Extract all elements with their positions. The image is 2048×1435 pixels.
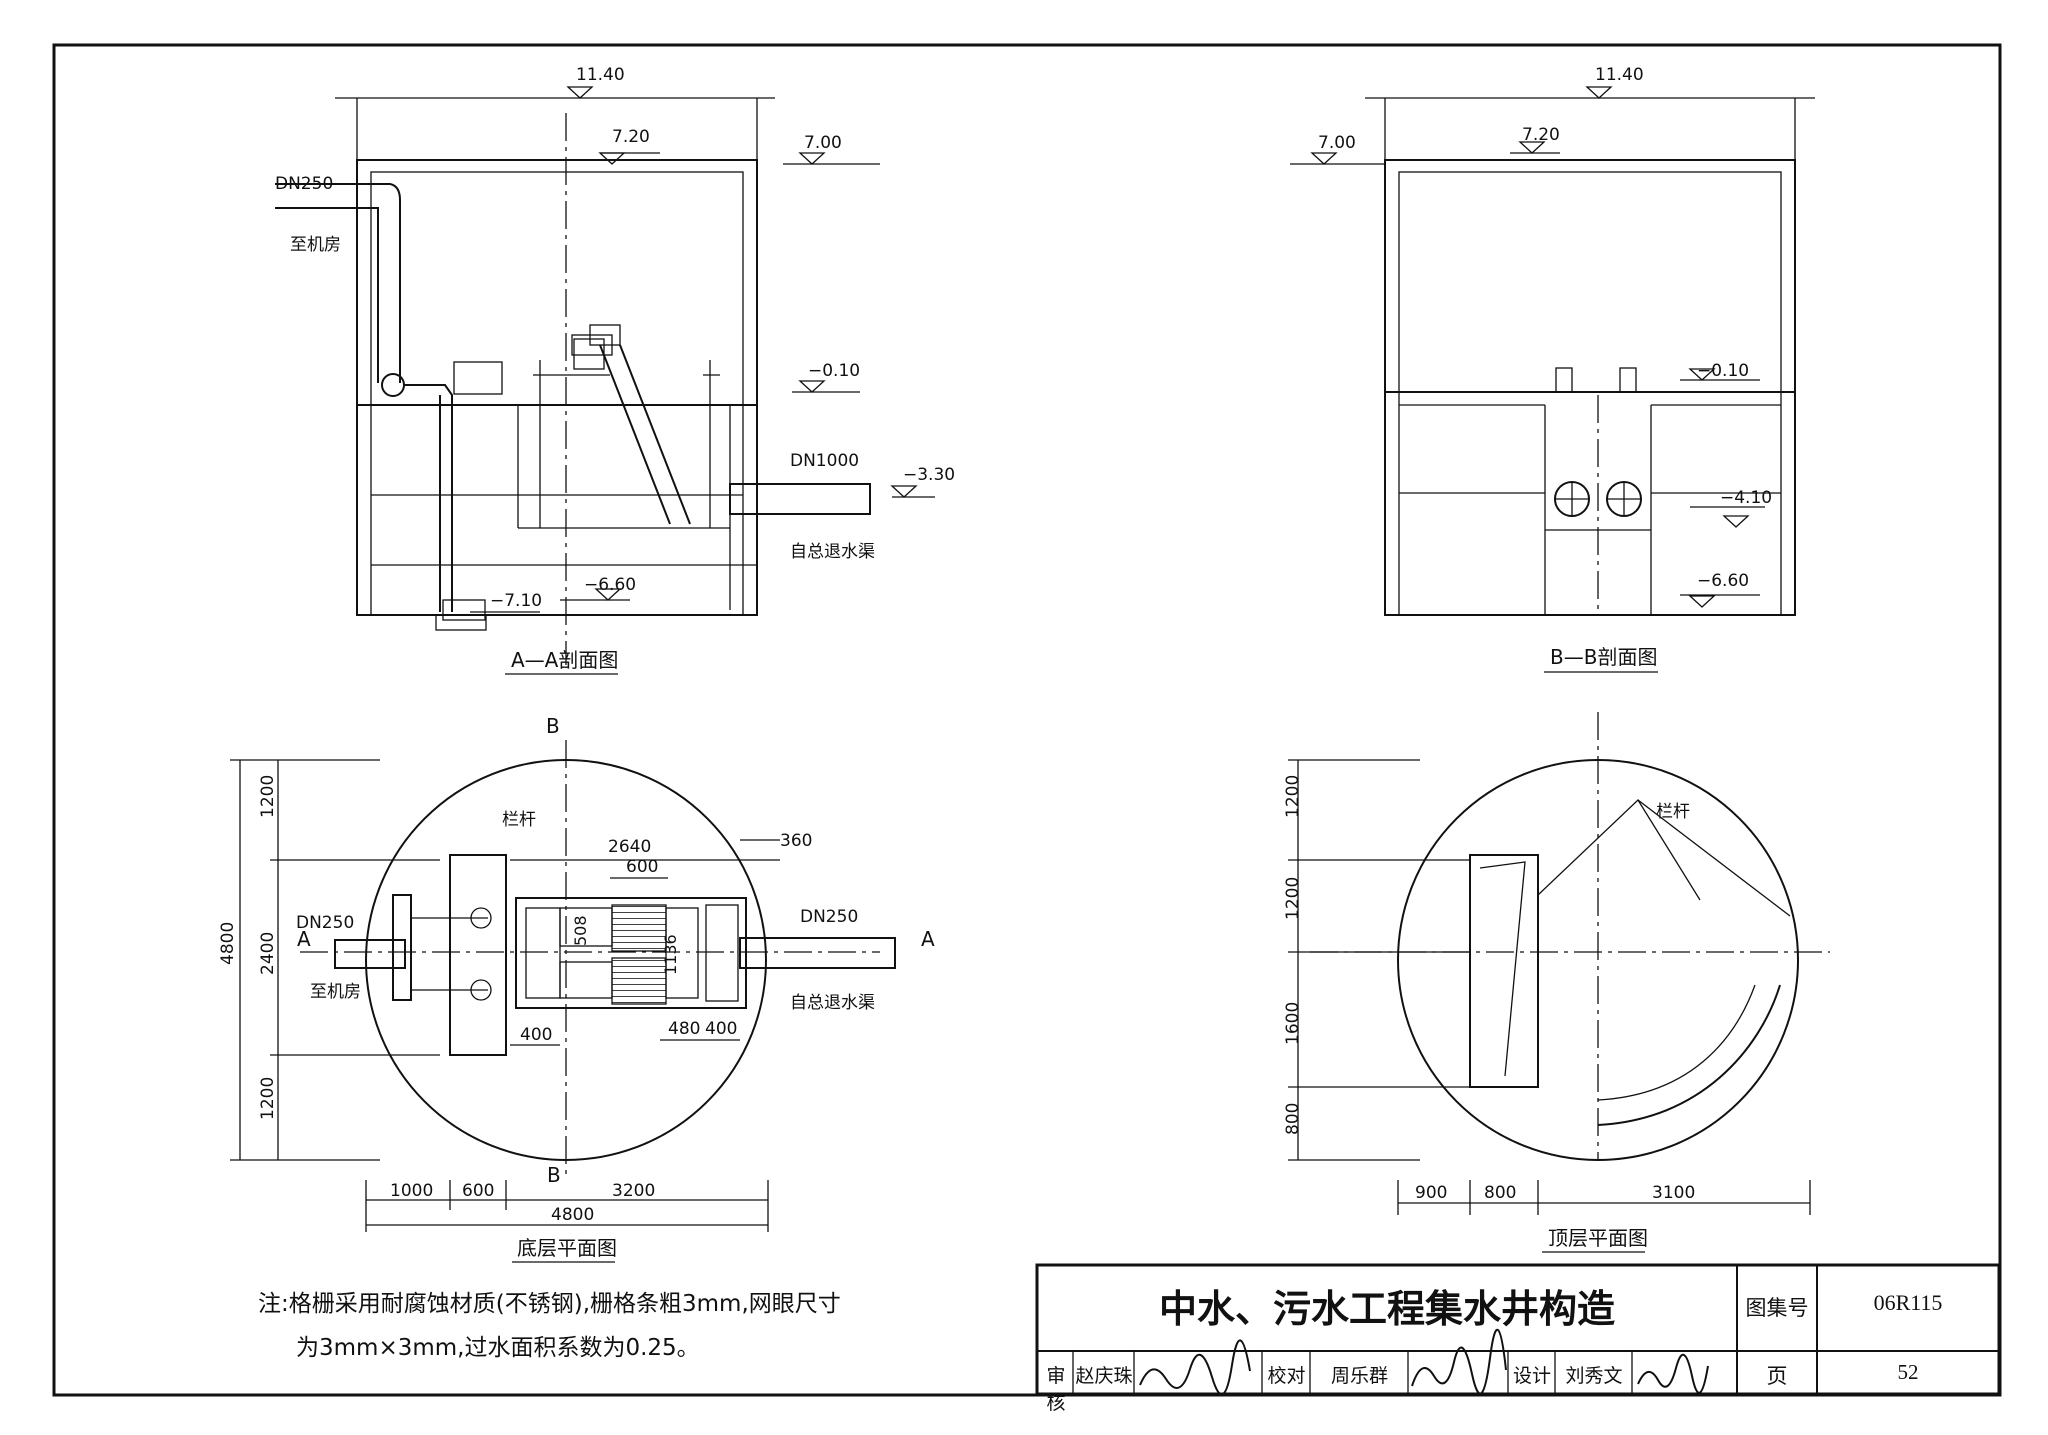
- elev-ground-bb: 7.00: [1318, 133, 1356, 153]
- check-label: 校对: [1267, 1365, 1306, 1387]
- elev-m010-bb: −0.10: [1697, 361, 1749, 381]
- screen-channel-bottom: [515, 897, 747, 1009]
- page-number: 52: [1897, 1360, 1919, 1384]
- grate-lower: [611, 957, 667, 1005]
- elev-ground-aa: 7.00: [804, 133, 842, 153]
- railing-label-bottom: 栏杆: [502, 810, 536, 830]
- design-label: 设计: [1512, 1365, 1551, 1387]
- dim-1136: 1136: [661, 934, 680, 975]
- design-name: 刘秀文: [1565, 1365, 1623, 1387]
- ladder-arc: [1597, 984, 1781, 1126]
- drawing-title: 中水、污水工程集水井构造: [1158, 1287, 1615, 1331]
- to-machine-room-bottom: 至机房: [310, 982, 361, 1002]
- atlas-number: 06R115: [1873, 1290, 1943, 1315]
- dn250-label-left: DN250: [296, 913, 354, 933]
- note-line-1: 注:格栅采用耐腐蚀材质(不锈钢),栅格条粗3mm,网眼尺寸: [258, 1291, 841, 1317]
- sheet-border: [52, 43, 2002, 1397]
- elev-cover-aa: 7.20: [612, 127, 650, 147]
- elev-m710-aa: −7.10: [490, 591, 542, 611]
- signature-checker: [1411, 1329, 1507, 1395]
- atlas-label: 图集号: [1745, 1296, 1809, 1320]
- plan-top: 1200 1200 1600 800 900 800 3100 栏杆 顶层平面图: [1283, 712, 1830, 1253]
- label-b-top: B: [546, 714, 560, 738]
- dim-1200b-bottom: 1200: [258, 1077, 278, 1120]
- dim-1200b-top: 1200: [1283, 877, 1303, 920]
- elev-m330-aa: −3.30: [903, 465, 955, 485]
- dim-1200a-bottom: 1200: [258, 775, 278, 818]
- caption-bb: B—B剖面图: [1550, 645, 1657, 669]
- dim-1200a-top: 1200: [1283, 775, 1303, 818]
- dim-3200: 3200: [612, 1181, 655, 1201]
- section-aa: 11.40 7.20 7.00: [275, 65, 955, 675]
- dim-1600: 1600: [1283, 1002, 1303, 1045]
- note-line-2: 为3mm×3mm,过水面积系数为0.25。: [296, 1335, 700, 1361]
- review-name: 赵庆珠: [1075, 1365, 1133, 1387]
- dim-2640: 2640: [608, 837, 651, 857]
- grate-upper: [611, 904, 667, 952]
- dim-2400: 2400: [258, 932, 278, 975]
- label-b-bottom: B: [547, 1163, 561, 1187]
- page-label: 页: [1766, 1364, 1788, 1388]
- dn1000-label-aa: DN1000: [790, 451, 859, 471]
- elev-cover-bb: 7.20: [1522, 125, 1560, 145]
- signature-reviewer: [1139, 1339, 1251, 1396]
- dn250-pipe-aa: [275, 183, 401, 383]
- dim-508: 508: [571, 915, 590, 946]
- well-outline-bb: [1384, 159, 1796, 616]
- elev-top-aa: 11.40: [576, 65, 625, 85]
- railing-rect-top: [1469, 854, 1539, 1088]
- signature-designer: [1637, 1354, 1709, 1394]
- dim-900: 900: [1415, 1183, 1447, 1203]
- railing-rect-bottom: [449, 854, 507, 1056]
- dim-3100: 3100: [1652, 1183, 1695, 1203]
- caption-plan-top: 顶层平面图: [1548, 1226, 1648, 1250]
- dim-360: 360: [780, 831, 812, 851]
- check-name: 周乐群: [1330, 1365, 1388, 1387]
- caption-aa: A—A剖面图: [511, 648, 618, 672]
- railing-label-top: 栏杆: [1656, 802, 1690, 822]
- dim-4800-h: 4800: [551, 1205, 594, 1225]
- dim-400a: 400: [520, 1025, 552, 1045]
- review-label: 审核: [1046, 1365, 1066, 1414]
- elev-m660-aa: −6.60: [584, 575, 636, 595]
- section-bb: 11.40 7.00 7.20 −0.10 −4.10 −6.60: [1290, 65, 1815, 673]
- title-block: [1035, 1263, 2001, 1396]
- sump-aa: [435, 614, 487, 631]
- dim-600-top: 600: [626, 857, 658, 877]
- plan-bottom: B B A A 4800 1200 2400 1200: [218, 714, 935, 1263]
- dim-4800-v: 4800: [218, 922, 238, 965]
- dn1000-pipe-aa: [729, 483, 871, 515]
- pump-box-aa: [453, 361, 503, 395]
- elev-marker-top-aa: [566, 86, 594, 99]
- dn250-label-aa: DN250: [275, 174, 333, 194]
- dn250-pipe-right: [739, 937, 896, 969]
- elev-m410-bb: −4.10: [1720, 488, 1772, 508]
- from-channel-aa: 自总退水渠: [790, 542, 875, 562]
- label-a-left: A: [297, 927, 311, 951]
- dn250-pipe-left: [334, 939, 406, 969]
- dim-800-v: 800: [1283, 1103, 1303, 1135]
- dim-600-bottom: 600: [462, 1181, 494, 1201]
- elev-m010-aa: −0.10: [808, 361, 860, 381]
- to-machine-room-aa: 至机房: [290, 235, 341, 255]
- caption-plan-bottom: 底层平面图: [517, 1236, 617, 1260]
- elev-m660-bb: −6.60: [1697, 571, 1749, 591]
- dn250-label-right: DN250: [800, 907, 858, 927]
- elev-top-bb: 11.40: [1595, 65, 1644, 85]
- dim-1000: 1000: [390, 1181, 433, 1201]
- dim-800: 800: [1484, 1183, 1516, 1203]
- dim-480: 480: [668, 1019, 700, 1039]
- screen-machine-aa: [573, 338, 605, 370]
- label-a-right: A: [921, 927, 935, 951]
- dim-400b: 400: [705, 1019, 737, 1039]
- from-channel-bottom: 自总退水渠: [790, 993, 875, 1013]
- well-outline-aa: [356, 159, 758, 616]
